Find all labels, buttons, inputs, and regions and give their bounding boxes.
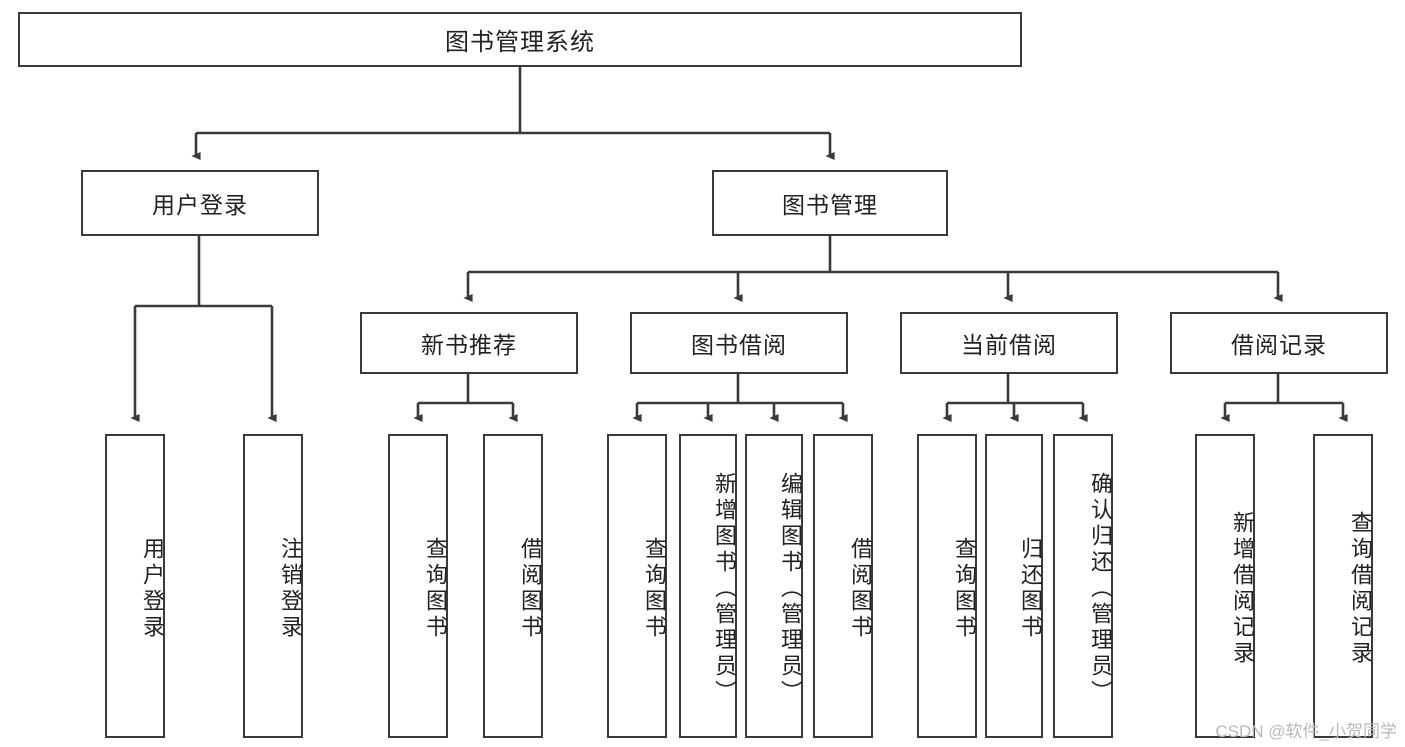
node-new-book-recommend[interactable]: 新书推荐: [360, 312, 578, 374]
leaf-borrow-book-newbook[interactable]: 借阅图书: [483, 434, 543, 738]
node-label: 查询图书: [423, 537, 448, 641]
node-user-login[interactable]: 用户登录: [81, 170, 319, 236]
leaf-query-book-borrow[interactable]: 查询图书: [607, 434, 667, 738]
node-label: 注销登录: [278, 537, 303, 641]
node-label: 图书借阅: [691, 332, 787, 358]
node-current-borrow[interactable]: 当前借阅: [900, 312, 1118, 374]
node-label: 编辑图书（管理员）: [778, 472, 803, 706]
leaf-logout[interactable]: 注销登录: [243, 434, 303, 738]
node-label: 借阅图书: [518, 537, 543, 641]
leaf-edit-book-admin[interactable]: 编辑图书（管理员）: [745, 434, 803, 738]
leaf-query-book-newbook[interactable]: 查询图书: [388, 434, 448, 738]
leaf-borrow-book[interactable]: 借阅图书: [813, 434, 873, 738]
node-borrow-record[interactable]: 借阅记录: [1170, 312, 1388, 374]
node-label: 借阅记录: [1231, 332, 1327, 358]
node-label: 当前借阅: [961, 332, 1057, 358]
leaf-return-book[interactable]: 归还图书: [985, 434, 1043, 738]
node-book-borrow[interactable]: 图书借阅: [630, 312, 848, 374]
leaf-query-borrow-record[interactable]: 查询借阅记录: [1313, 434, 1373, 738]
csdn-watermark: CSDN @软件_小贺同学: [1215, 722, 1397, 741]
node-label: 归还图书: [1018, 537, 1043, 641]
node-label: 图书管理: [782, 192, 878, 218]
node-label: 用户登录: [152, 192, 248, 218]
node-label: 新增借阅记录: [1230, 511, 1255, 667]
leaf-confirm-return-admin[interactable]: 确认归还（管理员）: [1053, 434, 1113, 738]
leaf-user-login[interactable]: 用户登录: [105, 434, 165, 738]
node-label: 新增图书（管理员）: [712, 472, 737, 706]
leaf-add-book-admin[interactable]: 新增图书（管理员）: [679, 434, 737, 738]
leaf-add-borrow-record[interactable]: 新增借阅记录: [1195, 434, 1255, 738]
node-root-library-system[interactable]: 图书管理系统: [18, 12, 1022, 67]
leaf-query-book-current[interactable]: 查询图书: [917, 434, 977, 738]
node-label: 用户登录: [140, 537, 165, 641]
node-label: 查询借阅记录: [1348, 511, 1373, 667]
node-label: 确认归还（管理员）: [1088, 472, 1113, 706]
node-label: 借阅图书: [848, 537, 873, 641]
node-label: 新书推荐: [421, 332, 517, 358]
node-book-management[interactable]: 图书管理: [712, 170, 948, 236]
node-label: 查询图书: [952, 537, 977, 641]
node-label: 图书管理系统: [445, 29, 595, 56]
node-label: 查询图书: [642, 537, 667, 641]
